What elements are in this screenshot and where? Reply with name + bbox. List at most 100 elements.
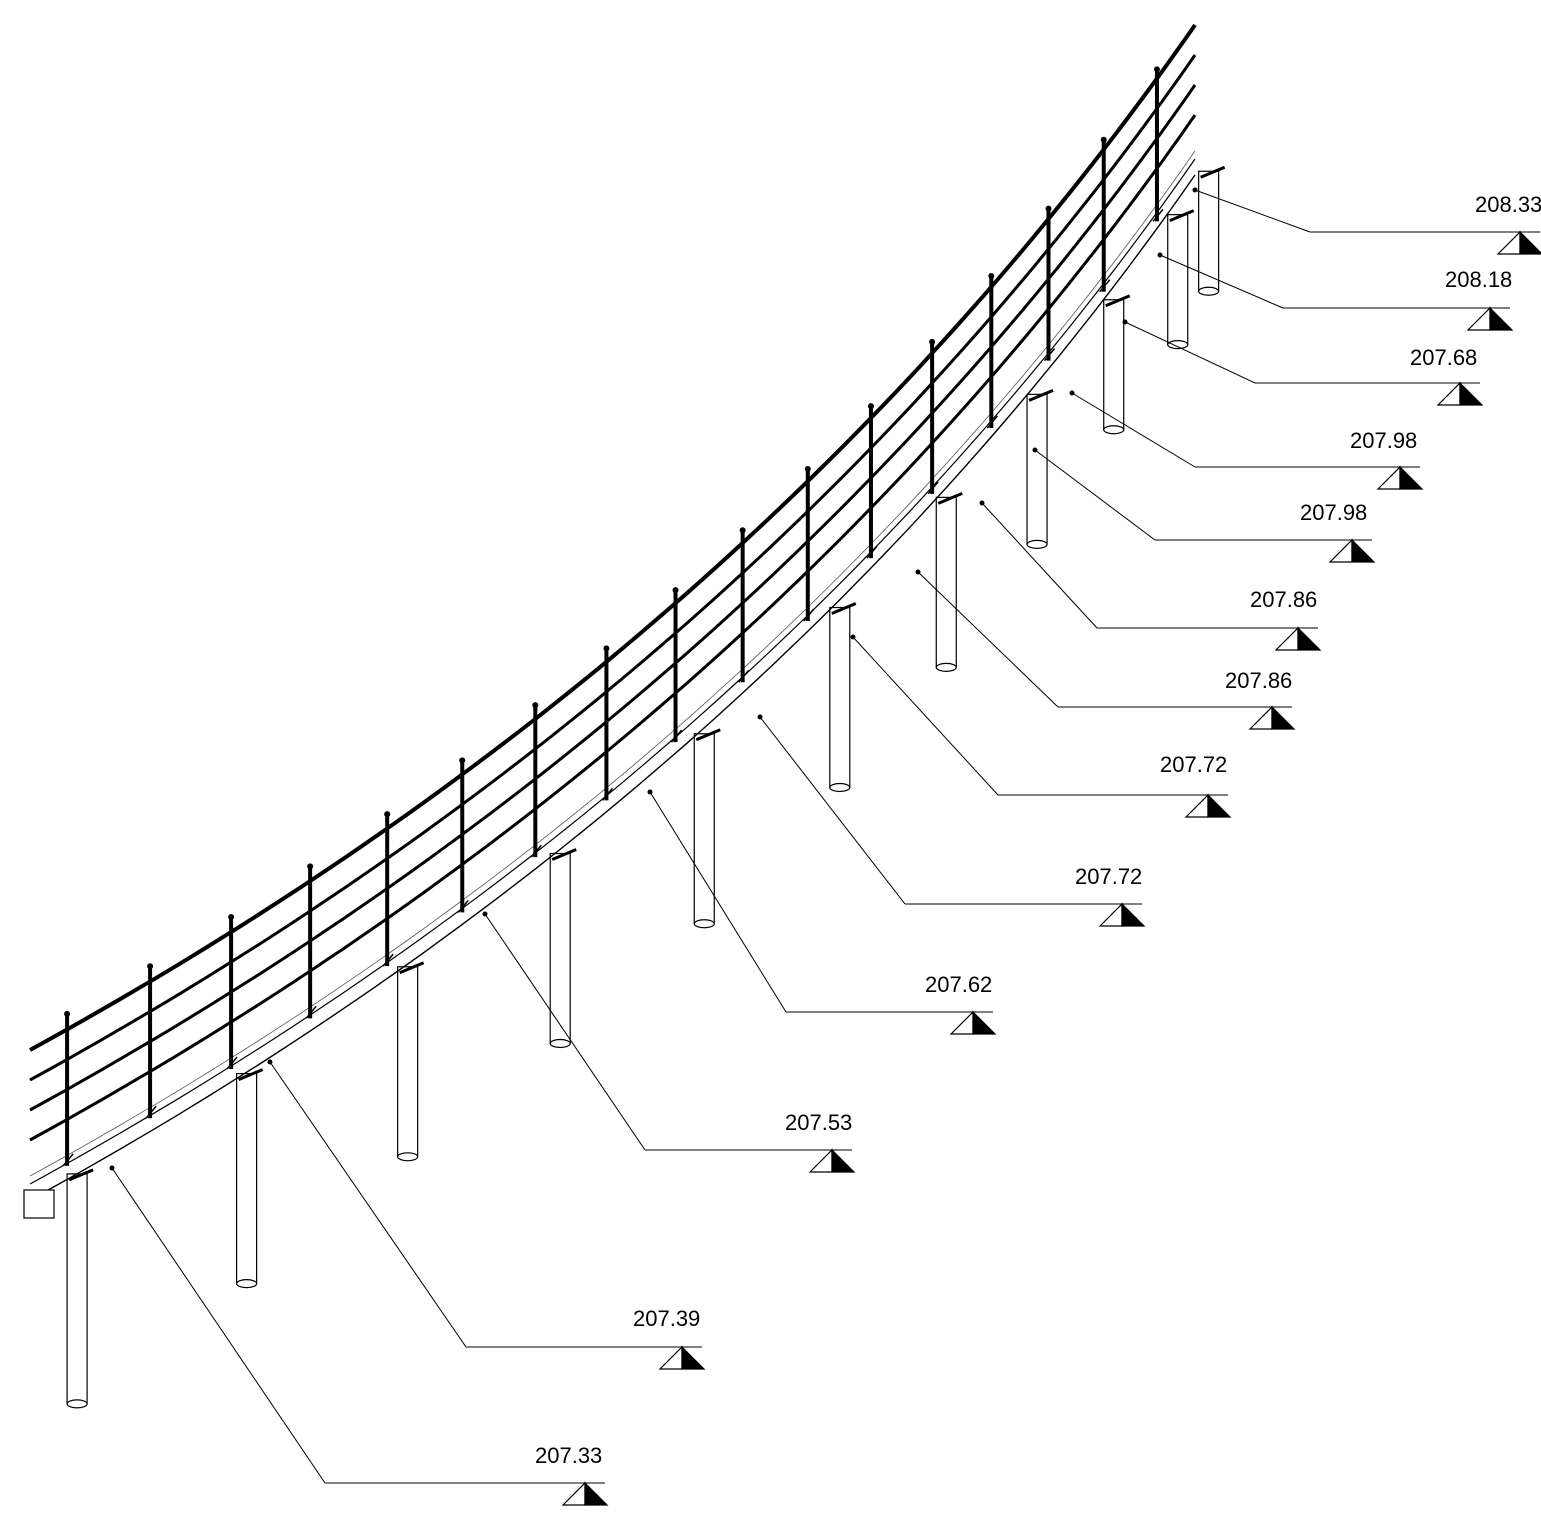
railing-post xyxy=(1043,205,1056,362)
elevation-label: 207.53 xyxy=(785,1110,852,1135)
pile xyxy=(549,848,577,1049)
leader-line xyxy=(981,502,1098,629)
leader-line xyxy=(852,636,999,796)
elevation-callout: 207.86 xyxy=(979,500,1322,651)
elevation-marker-right xyxy=(831,1148,856,1173)
railing-structure xyxy=(23,23,1226,1409)
elevation-label: 207.98 xyxy=(1350,428,1417,453)
pile xyxy=(935,491,963,672)
leader-line xyxy=(1124,321,1256,384)
pile-bracket xyxy=(551,848,577,861)
leader-dot xyxy=(267,1059,273,1065)
elevation-callout: 207.72 xyxy=(850,634,1232,818)
elevation-marker-left xyxy=(1328,538,1353,563)
elevation-marker-right xyxy=(681,1345,706,1370)
rail xyxy=(29,23,1197,1052)
elevation-callout: 208.18 xyxy=(1157,252,1514,331)
pile xyxy=(1026,388,1054,549)
elevation-label: 207.62 xyxy=(925,972,992,997)
post-cap xyxy=(1100,136,1107,143)
post-cap xyxy=(459,757,466,764)
elevation-callout: 207.86 xyxy=(915,569,1296,730)
pile-bracket xyxy=(695,728,721,742)
pile xyxy=(66,1168,94,1409)
elevation-marker-left xyxy=(1184,793,1209,818)
pile-bracket xyxy=(1169,209,1195,223)
pile-bracket xyxy=(399,961,425,975)
ring-beam xyxy=(23,150,1196,1219)
elevation-marker-right xyxy=(584,1481,609,1506)
post-cap xyxy=(867,403,874,410)
elevation-marker-right xyxy=(1271,705,1296,730)
pile xyxy=(1198,165,1226,296)
leader-dot xyxy=(1122,319,1128,325)
elevation-label: 207.98 xyxy=(1300,500,1367,525)
leader-dot xyxy=(1192,187,1198,193)
elevation-marker-right xyxy=(1351,538,1376,563)
leader-dot xyxy=(647,789,653,795)
post-cap xyxy=(228,914,235,921)
leader-dot xyxy=(1157,252,1163,258)
pile xyxy=(693,728,721,929)
post-cap xyxy=(672,587,679,594)
elevation-label: 207.86 xyxy=(1225,668,1292,693)
railing-post xyxy=(927,338,939,495)
railing-post xyxy=(670,587,683,743)
elevation-marker-left xyxy=(658,1345,683,1370)
elevation-marker-right xyxy=(1297,626,1322,651)
leader-dot xyxy=(850,634,856,640)
elevation-callout: 207.53 xyxy=(482,911,856,1173)
leader-dot xyxy=(757,714,763,720)
elevation-label: 207.39 xyxy=(633,1306,700,1331)
post-cap xyxy=(929,338,936,345)
railing-post xyxy=(382,811,394,967)
leader-line xyxy=(917,571,1059,708)
elevation-label: 207.72 xyxy=(1075,864,1142,889)
railing-post xyxy=(457,757,469,913)
pile-bracket xyxy=(937,491,963,505)
pile-bracket xyxy=(831,602,857,615)
post-cap xyxy=(1045,205,1052,212)
leader-line xyxy=(1034,449,1156,541)
leader-line xyxy=(1194,189,1311,233)
elevation-marker-right xyxy=(1207,793,1232,818)
pile-bracket xyxy=(238,1068,264,1081)
elevation-marker-left xyxy=(1248,705,1273,730)
railing-post xyxy=(1099,136,1111,293)
leader-dot xyxy=(109,1165,115,1171)
leader-dot xyxy=(482,911,488,917)
leader-line xyxy=(484,913,646,1151)
elevation-label: 207.72 xyxy=(1160,752,1227,777)
railing-post xyxy=(530,702,542,858)
pile xyxy=(397,961,425,1162)
leader-line xyxy=(1159,254,1284,309)
railing-post xyxy=(986,273,998,429)
pile xyxy=(829,602,857,793)
pile-bracket xyxy=(1200,165,1226,179)
elevation-marker-right xyxy=(1121,902,1146,927)
rail xyxy=(29,84,1197,1112)
elevation-marker-right xyxy=(1459,381,1484,406)
leader-line xyxy=(269,1061,467,1348)
leader-line xyxy=(111,1167,326,1484)
elevation-marker-right xyxy=(1399,465,1424,490)
elevation-callout: 207.68 xyxy=(1122,319,1484,406)
leader-line xyxy=(759,716,906,905)
elevation-marker-right xyxy=(972,1010,997,1035)
rails xyxy=(29,23,1197,1142)
post-cap xyxy=(384,811,391,818)
post-cap xyxy=(64,1010,71,1017)
elevation-callout: 207.39 xyxy=(267,1059,706,1370)
railing-post xyxy=(601,645,614,801)
post-cap xyxy=(739,527,746,534)
elevation-callout: 207.98 xyxy=(1032,447,1376,563)
pile xyxy=(1167,209,1195,350)
elevation-label: 207.86 xyxy=(1250,587,1317,612)
post-cap xyxy=(1153,66,1160,73)
elevation-marker-left xyxy=(1274,626,1299,651)
post-cap xyxy=(307,863,314,870)
elevation-marker-left xyxy=(1436,381,1461,406)
elevation-marker-right xyxy=(1489,306,1514,331)
